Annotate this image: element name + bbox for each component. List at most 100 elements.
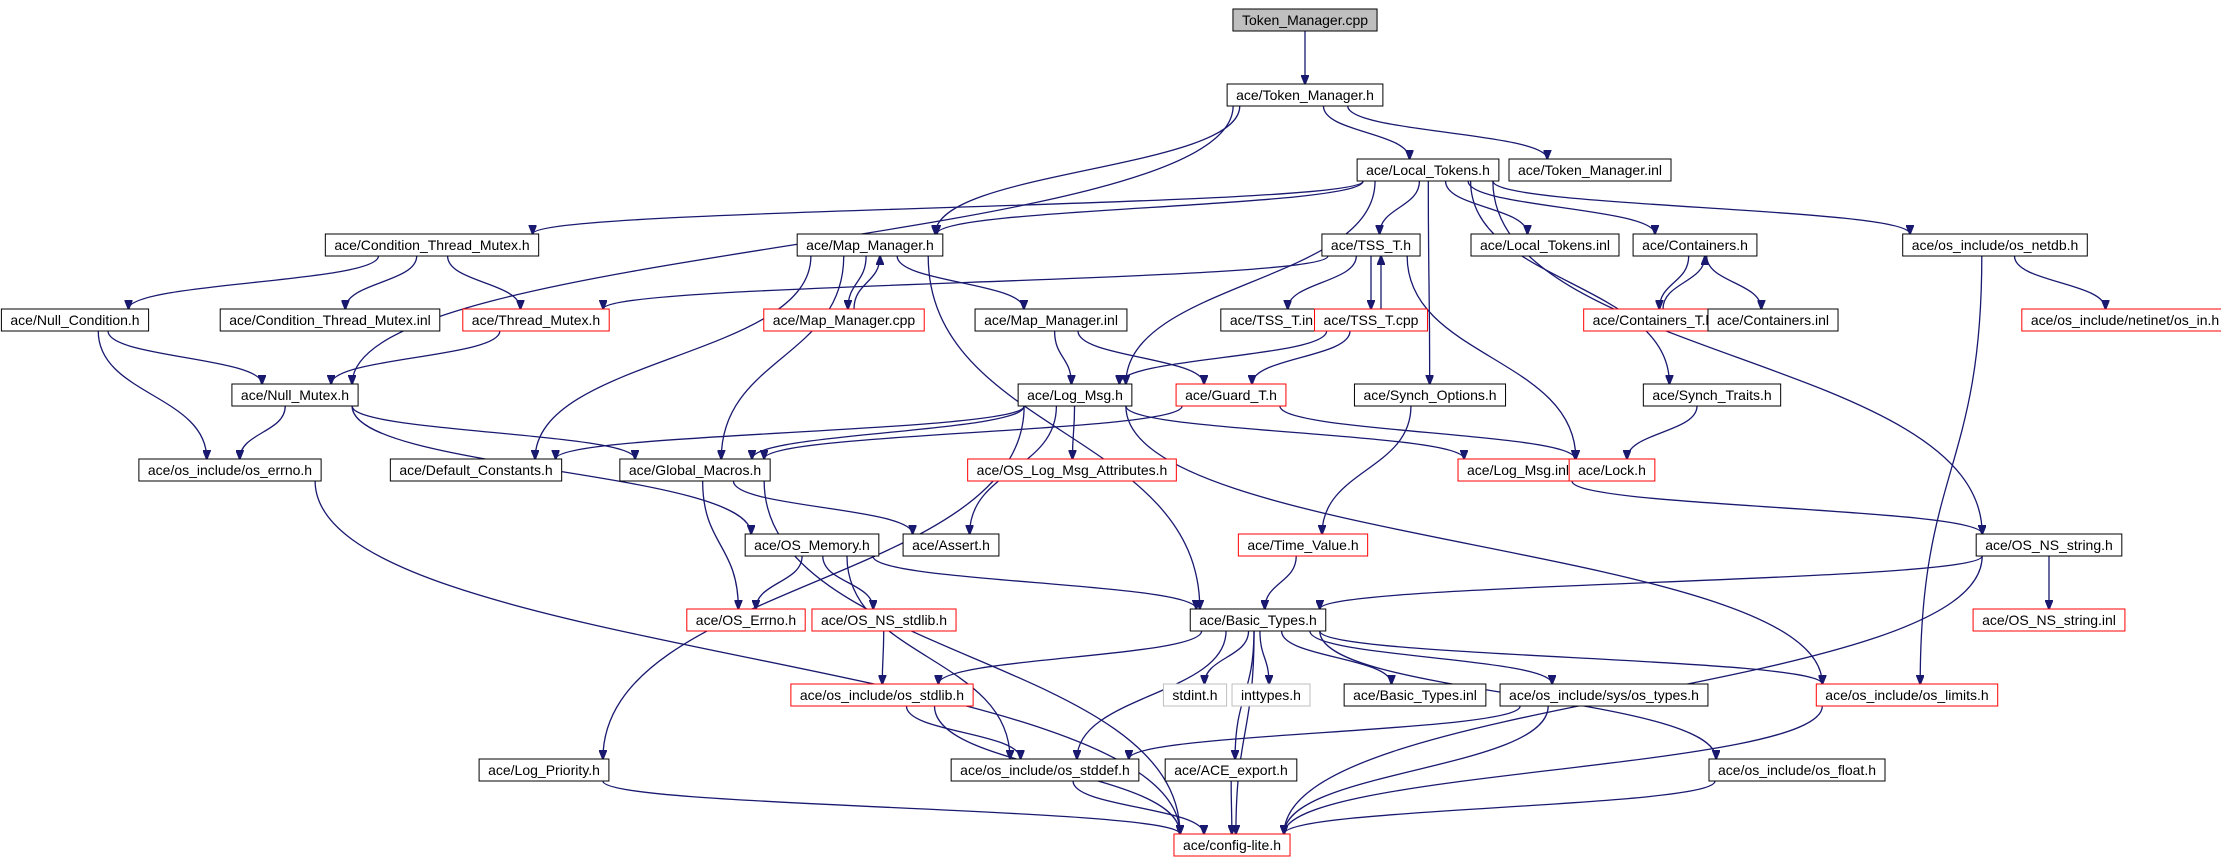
dependency-edge <box>1279 405 1575 459</box>
graph-node[interactable]: ace/Time_Value.h <box>1237 533 1369 557</box>
graph-node[interactable]: ace/os_include/os_limits.h <box>1815 683 1999 707</box>
graph-node[interactable]: ace/Log_Msg.inl <box>1457 458 1579 482</box>
node-box <box>967 458 1177 482</box>
graph-node[interactable]: ace/os_include/sys/os_types.h <box>1499 683 1709 707</box>
graph-node[interactable]: Token_Manager.cpp <box>1232 8 1378 32</box>
graph-node[interactable]: ace/os_include/os_errno.h <box>138 458 322 482</box>
graph-node[interactable]: ace/Condition_Thread_Mutex.inl <box>219 308 441 332</box>
dependency-edge <box>1284 705 1549 834</box>
node-label: ace/os_include/netinet/os_in.h <box>2031 312 2219 328</box>
node-box <box>1237 533 1369 557</box>
graph-node[interactable]: ace/Local_Tokens.h <box>1356 158 1500 182</box>
node-box <box>324 233 540 257</box>
graph-node[interactable]: ace/Log_Msg.h <box>1017 383 1133 407</box>
graph-node[interactable]: ace/OS_NS_string.inl <box>1972 608 2126 632</box>
graph-node[interactable]: ace/Map_Manager.inl <box>974 308 1128 332</box>
node-label: ace/Time_Value.h <box>1247 537 1358 553</box>
graph-node[interactable]: ace/config-lite.h <box>1173 833 1291 857</box>
graph-node[interactable]: ace/Null_Mutex.h <box>231 383 359 407</box>
graph-node[interactable]: ace/OS_NS_string.h <box>1975 533 2123 557</box>
dependency-edge <box>853 256 880 310</box>
graph-node[interactable]: ace/os_include/os_stddef.h <box>950 758 1140 782</box>
graph-node[interactable]: ace/TSS_T.cpp <box>1314 308 1428 332</box>
node-label: ace/OS_NS_string.h <box>1985 537 2113 553</box>
node-label: ace/OS_NS_stdlib.h <box>821 612 947 628</box>
dependency-edge <box>702 480 739 609</box>
graph-node[interactable]: ace/Global_Macros.h <box>619 458 771 482</box>
graph-node[interactable]: ace/Containers_T.h <box>1583 308 1723 332</box>
graph-node[interactable]: ace/Token_Manager.h <box>1226 83 1384 107</box>
node-box <box>1499 683 1709 707</box>
dependency-edge <box>1662 256 1705 310</box>
node-label: ace/Default_Constants.h <box>399 462 552 478</box>
graph-node[interactable]: ace/Basic_Types.h <box>1189 608 1327 632</box>
graph-node[interactable]: ace/Log_Priority.h <box>478 758 610 782</box>
dependency-edge <box>846 555 1010 759</box>
dependency-edge <box>1309 630 1552 684</box>
graph-node[interactable]: ace/Thread_Mutex.h <box>462 308 610 332</box>
node-label: ace/Log_Msg.inl <box>1467 462 1569 478</box>
graph-node[interactable]: ace/OS_Log_Msg_Attributes.h <box>967 458 1177 482</box>
graph-node[interactable]: ace/Containers.h <box>1632 233 1758 257</box>
graph-node[interactable]: ace/Containers.inl <box>1707 308 1839 332</box>
graph-node[interactable]: ace/Default_Constants.h <box>389 458 563 482</box>
graph-node[interactable]: inttypes.h <box>1231 683 1311 707</box>
graph-node[interactable]: ace/Map_Manager.h <box>796 233 944 257</box>
graph-node[interactable]: ace/Condition_Thread_Mutex.h <box>324 233 540 257</box>
graph-node[interactable]: ace/Basic_Types.inl <box>1343 683 1487 707</box>
node-box <box>1632 233 1758 257</box>
node-box <box>1017 383 1133 407</box>
graph-node[interactable]: ace/Token_Manager.inl <box>1508 158 1672 182</box>
dependency-edge <box>938 630 1203 684</box>
graph-node[interactable]: stdint.h <box>1162 683 1228 707</box>
dependency-edge <box>848 255 867 309</box>
node-box <box>1314 308 1428 332</box>
graph-node[interactable]: ace/os_include/os_float.h <box>1708 758 1886 782</box>
node-label: ace/os_include/sys/os_types.h <box>1509 687 1699 703</box>
graph-node[interactable]: ace/OS_Errno.h <box>686 608 806 632</box>
graph-node[interactable]: ace/Null_Condition.h <box>0 308 150 332</box>
graph-node[interactable]: ace/os_include/os_stdlib.h <box>790 683 974 707</box>
dependency-edge <box>533 180 1364 234</box>
node-box <box>462 308 610 332</box>
dependency-edge <box>1659 255 1690 309</box>
node-label: ace/Containers.h <box>1642 237 1748 253</box>
node-label: ace/Local_Tokens.inl <box>1480 237 1610 253</box>
graph-node[interactable]: ace/TSS_T.inl <box>1220 308 1326 332</box>
node-label: ace/OS_NS_string.inl <box>1982 612 2116 628</box>
graph-node[interactable]: ace/os_include/os_netdb.h <box>1902 233 2088 257</box>
node-box <box>796 233 944 257</box>
graph-node[interactable]: ace/Map_Manager.cpp <box>763 308 925 332</box>
node-box <box>1508 158 1672 182</box>
node-label: ace/Synch_Options.h <box>1363 387 1496 403</box>
graph-node[interactable]: ace/Lock.h <box>1568 458 1656 482</box>
node-label: ace/Lock.h <box>1578 462 1646 478</box>
dependency-edge <box>927 255 1200 609</box>
node-box <box>1173 833 1291 857</box>
graph-node[interactable]: ace/Local_Tokens.inl <box>1470 233 1620 257</box>
node-box <box>1708 758 1886 782</box>
dependency-edge <box>1320 555 1983 609</box>
dependency-edge <box>1280 630 1392 684</box>
node-label: ace/Containers_T.h <box>1593 312 1714 328</box>
graph-node[interactable]: ace/OS_NS_stdlib.h <box>811 608 957 632</box>
node-label: ace/os_include/os_errno.h <box>148 462 312 478</box>
graph-node[interactable]: ace/Guard_T.h <box>1175 383 1287 407</box>
graph-node[interactable]: ace/Synch_Traits.h <box>1642 383 1782 407</box>
graph-node[interactable]: ace/os_include/netinet/os_in.h <box>2021 308 2221 332</box>
dependency-edge <box>1428 180 1429 384</box>
graph-node[interactable]: ace/TSS_T.h <box>1321 233 1421 257</box>
graph-node[interactable]: ace/OS_Memory.h <box>744 533 880 557</box>
node-box <box>790 683 974 707</box>
dependency-edge <box>1322 105 1409 159</box>
node-box <box>231 383 359 407</box>
dependency-edge <box>535 255 812 459</box>
graph-node[interactable]: ace/Synch_Options.h <box>1353 383 1507 407</box>
dependency-edge <box>1469 180 1670 384</box>
node-label: ace/Token_Manager.h <box>1236 87 1374 103</box>
graph-node[interactable]: ace/Assert.h <box>902 533 1000 557</box>
node-box <box>1232 8 1378 32</box>
dependency-edge <box>822 555 873 609</box>
graph-node[interactable]: ace/ACE_export.h <box>1164 758 1298 782</box>
dependency-edge <box>1231 780 1232 834</box>
